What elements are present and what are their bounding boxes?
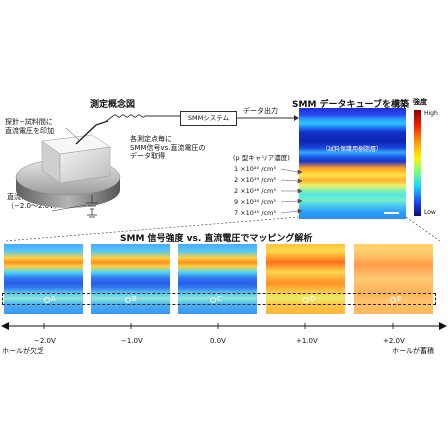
carrier-label-5: 7 ×10¹⁵ /cm³ [234, 209, 276, 217]
carrier-pointer-arrows [280, 168, 302, 214]
map-panel-d: D [266, 244, 345, 314]
voltage-label-neg2: −2.0V [34, 337, 56, 345]
point-b-label: B [132, 295, 137, 303]
hole-depletion-note: ホールが欠乏 [2, 347, 44, 355]
probe-note: 探針−試料間に 直流電圧を印加 [5, 118, 54, 136]
point-e-marker [390, 297, 396, 303]
colorbar-title: 強度 [413, 98, 427, 106]
signal-wire [105, 114, 180, 123]
data-cube-map: （試料保護用樹脂層） [299, 108, 406, 219]
concept-title: 測定概念図 [90, 100, 136, 110]
voltage-label-0: 0.0V [210, 337, 226, 345]
point-a-marker [44, 297, 50, 303]
voltage-label-pos2: +2.0V [383, 337, 405, 345]
cube-title: SMM データキューブを構築 [292, 100, 409, 110]
probe-note-line2: 直流電圧を印加 [5, 127, 54, 135]
colorbar-high-label: High [424, 110, 438, 117]
mapping-title: SMM 信号強度 vs. 直流電圧でマッピング解析 [120, 234, 313, 244]
hole-accumulation-note: ホールが蓄積 [392, 347, 434, 355]
map-panel-c: C [178, 244, 257, 314]
carrier-header: (p 型キャリア濃度) [233, 154, 290, 162]
output-label: データ出力 [243, 107, 278, 115]
colorbar-low-label: Low [424, 209, 436, 216]
projection-lines [4, 216, 441, 242]
measure-note-line3: データ取得 [130, 152, 165, 160]
map-panel-e: E [354, 244, 433, 314]
output-arrow [236, 115, 299, 121]
probe-note-line1: 探針−試料間に [5, 118, 53, 126]
sample-stage-illustration [15, 120, 121, 218]
map-panel-a: A [4, 244, 83, 314]
measure-note-line1: 各測定点毎に [130, 135, 172, 143]
carrier-label-3: 2 ×10¹⁸ /cm³ [234, 187, 276, 195]
scale-bar [384, 212, 399, 214]
colorbar [414, 110, 421, 216]
carrier-label-4: 9 ×10¹⁶ /cm³ [234, 198, 276, 206]
voltage-label-pos1: +1.0V [296, 337, 318, 345]
voltage-axis [1, 322, 447, 330]
protective-film-label: （試料保護用樹脂層） [322, 146, 383, 153]
point-d-label: D [310, 295, 316, 303]
analysis-band [2, 293, 436, 305]
carrier-label-1: 1 ×10²⁰ /cm³ [234, 165, 276, 173]
point-d-marker [303, 297, 309, 303]
map-panel-b: B [91, 244, 170, 314]
smm-system-box: SMMシステム [180, 111, 237, 126]
carrier-label-2: 2 ×10¹⁹ /cm³ [234, 176, 276, 184]
sweep-note-line2: （−2.0〜2.0V） [7, 202, 61, 210]
measure-note-line2: SMM信号vs.直流電圧の [130, 143, 206, 152]
voltage-label-neg1: −1.0V [121, 337, 143, 345]
point-a-label: A [51, 295, 56, 303]
smm-system-label: SMMシステム [187, 114, 230, 122]
point-e-label: E [397, 295, 402, 303]
point-c-label: C [217, 295, 222, 303]
point-c-marker [210, 297, 216, 303]
measure-note: 各測定点毎に SMM信号vs.直流電圧の データ取得 [130, 135, 206, 161]
point-b-marker [125, 297, 131, 303]
